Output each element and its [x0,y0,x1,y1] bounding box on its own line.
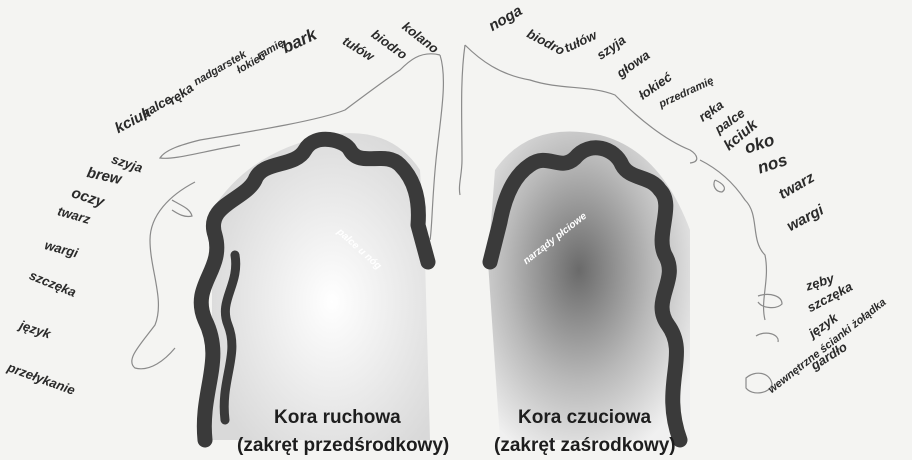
motor-title: Kora ruchowa [274,408,401,427]
motor-section-fill [212,133,430,440]
motor-subtitle: (zakręt przedśrodkowy) [237,436,449,455]
sensory-subtitle: (zakręt zaśrodkowy) [494,436,676,455]
sensory-title: Kora czuciowa [518,408,651,427]
